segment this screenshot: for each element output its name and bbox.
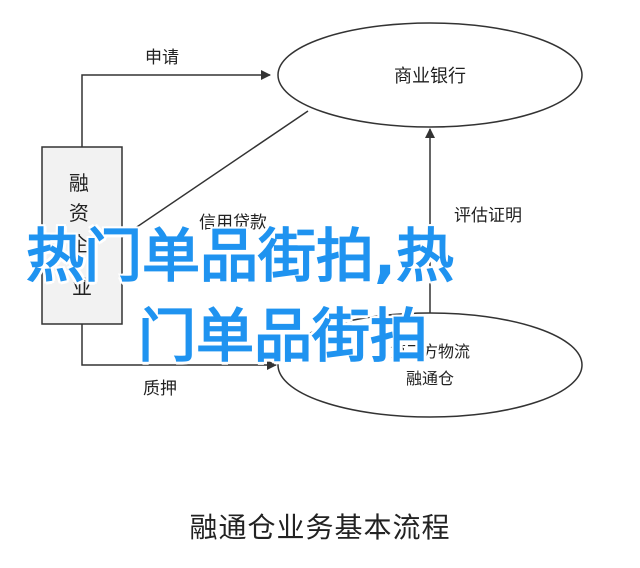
- overlay-headline-line-2: 门单品街拍: [138, 302, 429, 370]
- apply-arrow: [81, 70, 271, 147]
- diagram-caption: 融通仓业务基本流程: [189, 511, 451, 544]
- enterprise-char-1: 融: [69, 171, 89, 195]
- pledge-arrow: [81, 324, 277, 370]
- credit-loan-arrow: [121, 110, 309, 238]
- pledge-label: 质押: [143, 379, 177, 399]
- third-party-label: 第三方物流: [390, 342, 470, 361]
- bank-label: 商业银行: [394, 66, 466, 87]
- apply-label: 申请: [145, 48, 179, 68]
- enterprise-label: 融 资 企 业: [69, 171, 95, 299]
- warehouse-label: 融通仓: [406, 369, 454, 388]
- enterprise-char-4: 业: [72, 275, 92, 299]
- credit-loan-label: 信用贷款: [199, 213, 267, 233]
- overlay-headline-line-1: 热门单品街拍,热: [26, 222, 455, 290]
- enterprise-char-3: 企: [69, 232, 89, 256]
- enterprise-char-2: 资: [69, 201, 89, 225]
- evaluation-label: 评估证明: [454, 206, 522, 226]
- bank-node: [277, 22, 583, 128]
- enterprise-node: [41, 146, 123, 325]
